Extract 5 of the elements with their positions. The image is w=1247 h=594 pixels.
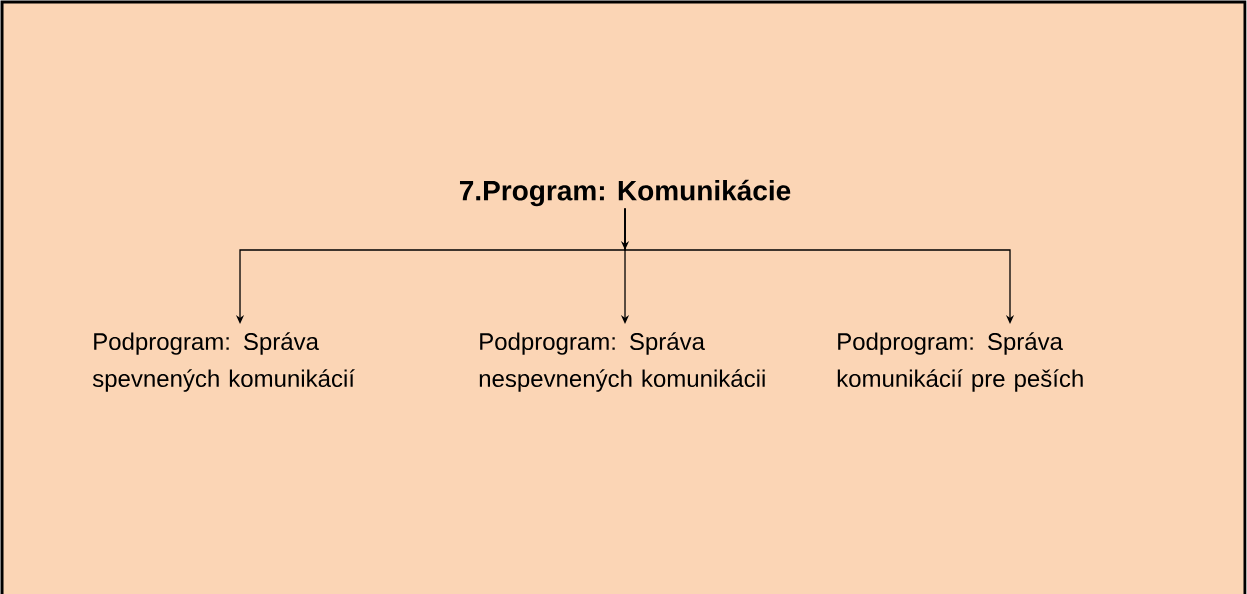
heading: 7.Program: Komunikácie: [460, 179, 791, 207]
subprogram-text: Podprogram: Správa spevnených komunikácií: [92, 332, 355, 392]
subprogram-text: Podprogram: Správa nespevnených komunikácii: [479, 332, 765, 392]
subprogram-text: Podprogram: Správa komunikácií pre peších: [837, 332, 1083, 392]
arrow: [624, 207, 1015, 324]
